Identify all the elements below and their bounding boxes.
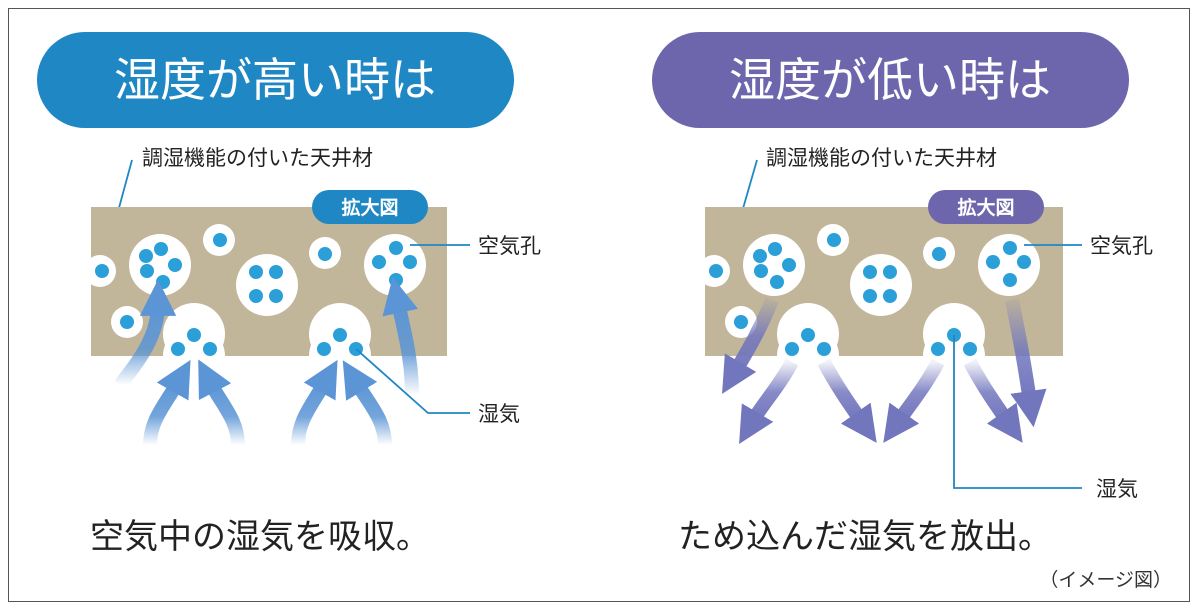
right-panel: 湿度が低い時は 調湿機能の付いた天井材 拡大図 [652,32,1153,557]
moisture-label: 湿気 [478,402,520,426]
ceiling-label: 調湿機能の付いた天井材 [142,146,373,170]
absorption-arrows [114,277,419,446]
release-arrows [722,297,1047,444]
pore-label: 空気孔 [1090,234,1153,258]
zoom-tag-label: 拡大図 [341,196,398,219]
title-pill-high [37,32,514,128]
title-high-humidity: 湿度が高い時は [114,53,436,107]
zoom-tag [928,190,1044,224]
caption-absorb: 空気中の湿気を吸収。 [90,517,430,557]
air-pores [698,224,1040,365]
moisture-label: 湿気 [1096,477,1138,501]
ceiling-label: 調湿機能の付いた天井材 [766,146,997,170]
diagram-frame [8,8,1190,602]
title-low-humidity: 湿度が低い時は [729,53,1051,107]
image-note: （イメージ図） [1039,569,1172,591]
title-pill-low [652,32,1129,128]
moisture-leader-line [355,348,470,414]
zoom-tag [312,190,428,224]
left-panel: 湿度が高い時は 調湿機能の付いた天井材 拡大図 [37,32,541,557]
zoom-tag-label: 拡大図 [957,196,1014,219]
pore-label: 空気孔 [478,234,541,258]
caption-release: ため込んだ湿気を放出。 [678,517,1052,557]
ceiling-leader-line [741,159,758,213]
moisture-leader-line [953,335,1082,489]
